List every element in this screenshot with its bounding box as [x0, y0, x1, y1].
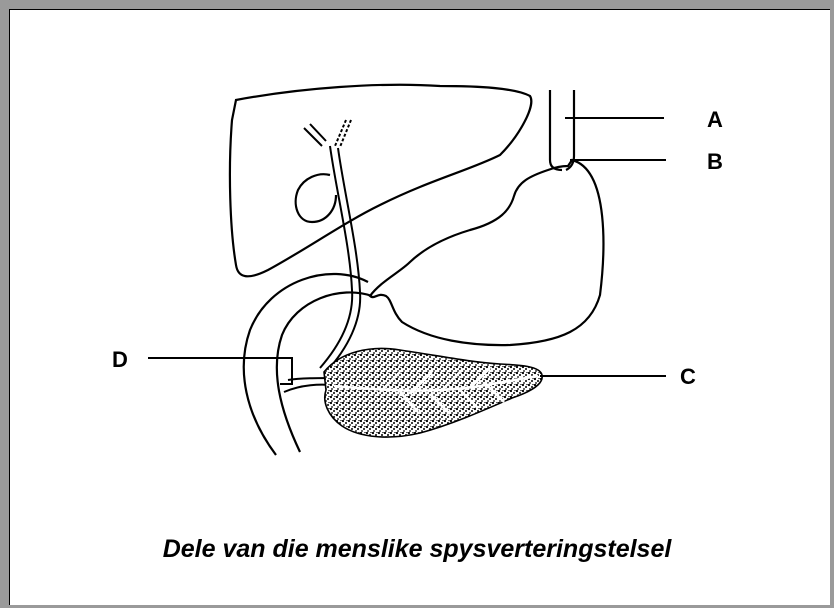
label-c: C: [680, 366, 696, 388]
bile-duct-right-branch: [335, 120, 351, 147]
liver: [230, 85, 531, 277]
stomach: [370, 160, 603, 345]
pancreas: [324, 348, 542, 437]
gall-bladder: [296, 174, 336, 222]
diagram-caption: Dele van die menslike spysverteringstels…: [60, 537, 774, 562]
label-a: A: [707, 109, 723, 131]
bile-duct-left-branch: [304, 124, 326, 146]
common-bile-duct: [320, 146, 360, 372]
oesophagus: [550, 90, 574, 170]
label-b: B: [707, 151, 723, 173]
label-line-d: [148, 358, 292, 384]
label-d: D: [112, 349, 128, 371]
